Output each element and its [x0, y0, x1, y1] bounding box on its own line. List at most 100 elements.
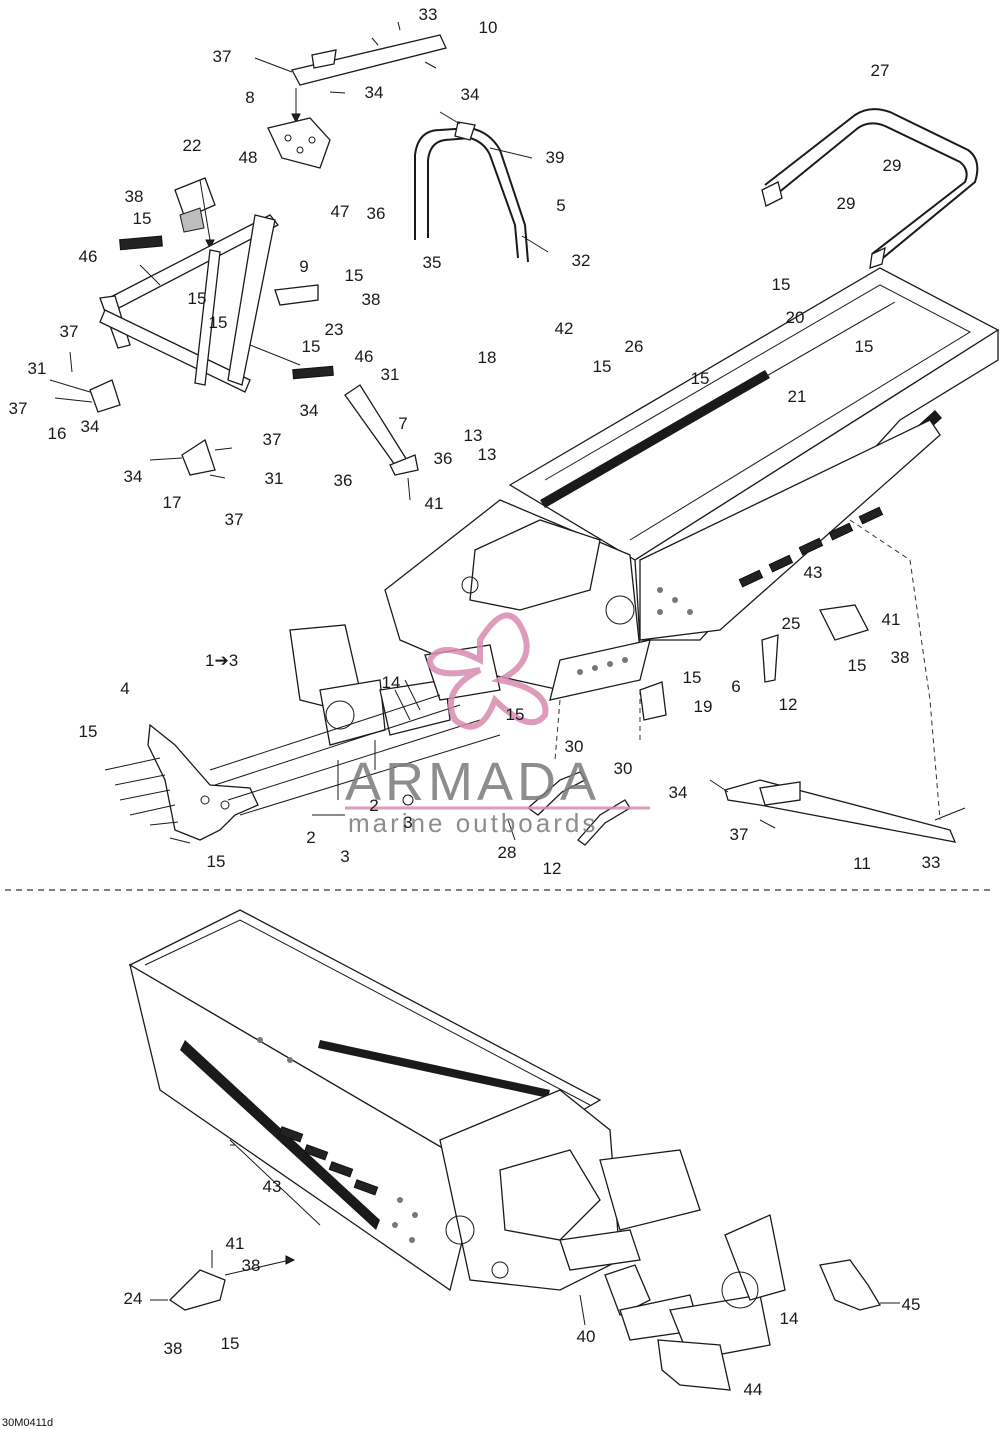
part-number-label: 38: [125, 187, 144, 206]
part-number-label: 16: [48, 424, 67, 443]
watermark-brand: ARMADA: [345, 752, 600, 812]
part-number-label: 26: [625, 337, 644, 356]
part-number-label: 36: [334, 471, 353, 490]
part-number-label: 28: [498, 843, 517, 862]
rail-30: [507, 771, 631, 846]
part-number-label: 25: [782, 614, 801, 633]
part-number-label: 14: [382, 673, 401, 692]
part-number-label: 15: [593, 357, 612, 376]
part-number-label: 9: [299, 257, 308, 276]
main-frame-bottom: [128, 909, 701, 1292]
part-number-label: 15: [683, 668, 702, 687]
front-suspension-bottom: [604, 1214, 900, 1391]
front-plate-4: [104, 723, 259, 844]
part-number-label: 15: [506, 705, 525, 724]
part-number-label: 14: [780, 1309, 799, 1328]
part-number-label: 45: [902, 1295, 921, 1314]
rear-arm-11: [709, 779, 966, 843]
part-number-label: 42: [555, 319, 574, 338]
bracket-40: [230, 1144, 586, 1326]
bracket-6-19-25: [639, 604, 869, 721]
bracket-24: [150, 1250, 296, 1311]
part-number-label: 34: [669, 783, 688, 802]
part-number-label: 37: [9, 399, 28, 418]
part-number-label: 39: [546, 148, 565, 167]
part-number-label: 43: [804, 563, 823, 582]
part-number-label: 24: [124, 1289, 143, 1308]
bracket-16: [49, 351, 121, 413]
part-number-label: 3: [403, 813, 412, 832]
part-number-label: 15: [345, 266, 364, 285]
part-number-label: 47: [331, 202, 350, 221]
part-number-label: 13: [464, 426, 483, 445]
part-number-label: 18: [478, 348, 497, 367]
part-number-label: 37: [225, 510, 244, 529]
rear-bumper-27: [761, 108, 979, 269]
part-number-label: 36: [434, 449, 453, 468]
part-number-label: 38: [242, 1256, 261, 1275]
part-number-label: 13: [478, 445, 497, 464]
part-number-label: 27: [871, 61, 890, 80]
part-number-label: 15: [855, 337, 874, 356]
part-number-label: 15: [221, 1334, 240, 1353]
part-number-label: 38: [362, 290, 381, 309]
part-number-label: 8: [245, 88, 254, 107]
part-number-label: 12: [779, 695, 798, 714]
handle-loop-5: [414, 111, 549, 263]
bracket-17: [149, 438, 233, 479]
part-number-label: 31: [28, 359, 47, 378]
part-number-label: 37: [60, 322, 79, 341]
watermark-propeller: [426, 612, 549, 730]
part-number-label: 35: [423, 253, 442, 272]
step-note: 1➔3: [205, 651, 238, 670]
main-frame-top: [289, 267, 1000, 821]
figure-code: 30M0411d: [2, 1417, 53, 1429]
part-number-label: 29: [837, 194, 856, 213]
part-number-label: 41: [882, 610, 901, 629]
part-number-label: 38: [164, 1339, 183, 1358]
part-number-label: 34: [461, 85, 480, 104]
part-number-label: 34: [365, 83, 384, 102]
part-number-label: 12: [543, 859, 562, 878]
part-number-label: 20: [786, 308, 805, 327]
part-number-label: 30: [565, 737, 584, 756]
part-number-label: 29: [883, 156, 902, 175]
part-number-label: 4: [120, 679, 129, 698]
part-number-label: 15: [133, 209, 152, 228]
part-number-label: 5: [556, 196, 565, 215]
part-number-label: 17: [163, 493, 182, 512]
part-number-label: 10: [479, 18, 498, 37]
support-rod-7: [344, 384, 419, 501]
part-number-label: 46: [79, 247, 98, 266]
steering-support-bar: [254, 21, 447, 124]
part-number-label: 15: [207, 852, 226, 871]
part-number-label: 46: [355, 347, 374, 366]
part-number-label: 2: [369, 796, 378, 815]
part-number-label: 36: [367, 204, 386, 223]
part-number-label: 38: [891, 648, 910, 667]
part-number-label: 33: [922, 853, 941, 872]
part-number-label: 32: [572, 251, 591, 270]
part-number-label: 41: [226, 1234, 245, 1253]
part-number-label: 7: [398, 414, 407, 433]
bolts-2-3: [312, 740, 414, 816]
part-number-label: 15: [188, 289, 207, 308]
part-number-label: 34: [81, 417, 100, 436]
bracket-8: [267, 117, 331, 169]
part-number-label: 37: [263, 430, 282, 449]
part-number-label: 44: [744, 1380, 763, 1399]
part-number-label: 37: [730, 825, 749, 844]
long-guide-lines: [209, 694, 501, 816]
steering-column-upper: [174, 177, 216, 250]
steering-frame-9: [99, 214, 334, 393]
watermark-tagline: marine outboards: [348, 808, 598, 838]
part-number-label: 21: [788, 387, 807, 406]
part-number-label: 37: [213, 47, 232, 66]
part-number-label: 31: [381, 365, 400, 384]
part-number-label: 34: [300, 401, 319, 420]
part-number-label: 30: [614, 759, 633, 778]
part-number-label: 15: [848, 656, 867, 675]
